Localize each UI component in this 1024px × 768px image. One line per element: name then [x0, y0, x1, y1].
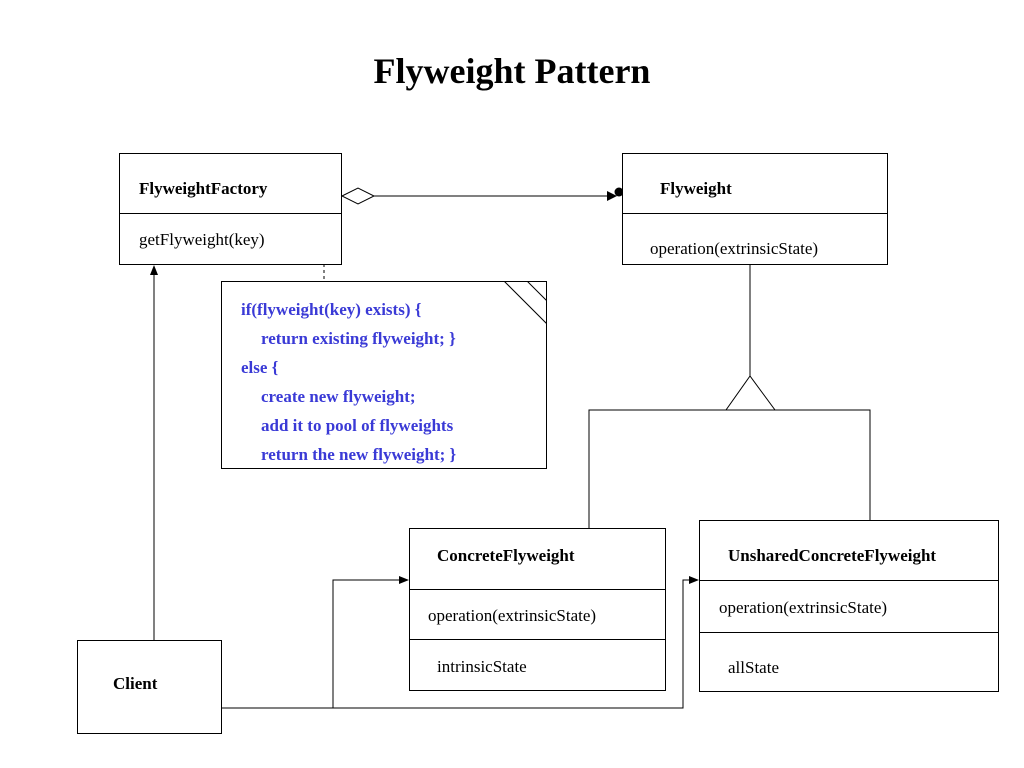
operations-compartment: getFlyweight(key) — [120, 213, 341, 265]
aggregation-arrowhead — [607, 191, 617, 201]
note-line: if(flyweight(key) exists) { — [241, 300, 422, 319]
flyweight-class[interactable]: Flyweight operation(extrinsicState) — [622, 153, 888, 265]
class-name: ConcreteFlyweight — [437, 546, 575, 565]
operations-compartment: operation(extrinsicState) — [623, 213, 887, 265]
client-concrete-arrowhead — [399, 576, 409, 584]
class-name: Flyweight — [660, 179, 732, 198]
inheritance-branch — [588, 409, 871, 528]
operation-label: getFlyweight(key) — [139, 230, 265, 249]
class-name: FlyweightFactory — [139, 179, 268, 198]
concrete-flyweight-class[interactable]: ConcreteFlyweight operation(extrinsicSta… — [409, 528, 666, 691]
attributes-compartment: intrinsicState — [410, 639, 665, 691]
operation-label: operation(extrinsicState) — [650, 239, 819, 258]
client-factory-arrowhead — [150, 265, 158, 275]
note-line: return the new flyweight; } — [261, 445, 457, 464]
client-unshared-arrowhead — [689, 576, 699, 584]
class-name: UnsharedConcreteFlyweight — [728, 546, 937, 565]
diagram-title: Flyweight Pattern — [373, 51, 651, 91]
attribute-label: allState — [728, 658, 779, 677]
operation-label: operation(extrinsicState) — [719, 598, 888, 617]
attribute-label: intrinsicState — [437, 657, 527, 676]
operation-label: operation(extrinsicState) — [428, 606, 597, 625]
note-corner-icon — [503, 281, 547, 325]
note-line: create new flyweight; — [261, 387, 416, 406]
unshared-concrete-flyweight-class[interactable]: UnsharedConcreteFlyweight operation(extr… — [699, 520, 999, 692]
note-line: else { — [241, 358, 279, 377]
client-unshared-line — [333, 579, 690, 709]
operations-compartment: operation(extrinsicState) — [700, 580, 998, 632]
attributes-compartment: allState — [700, 632, 998, 692]
operations-compartment: operation(extrinsicState) — [410, 589, 665, 639]
client-class[interactable]: Client — [77, 640, 222, 734]
implementation-note: if(flyweight(key) exists) { return exist… — [221, 281, 547, 469]
flyweight-factory-class[interactable]: FlyweightFactory getFlyweight(key) — [119, 153, 342, 265]
client-concrete-line — [222, 579, 400, 709]
inheritance-triangle — [725, 375, 776, 411]
aggregation-diamond — [340, 187, 376, 205]
note-line: add it to pool of flyweights — [261, 416, 454, 435]
class-name: Client — [113, 674, 158, 693]
note-line: return existing flyweight; } — [261, 329, 456, 348]
aggregation-dot — [614, 187, 624, 197]
